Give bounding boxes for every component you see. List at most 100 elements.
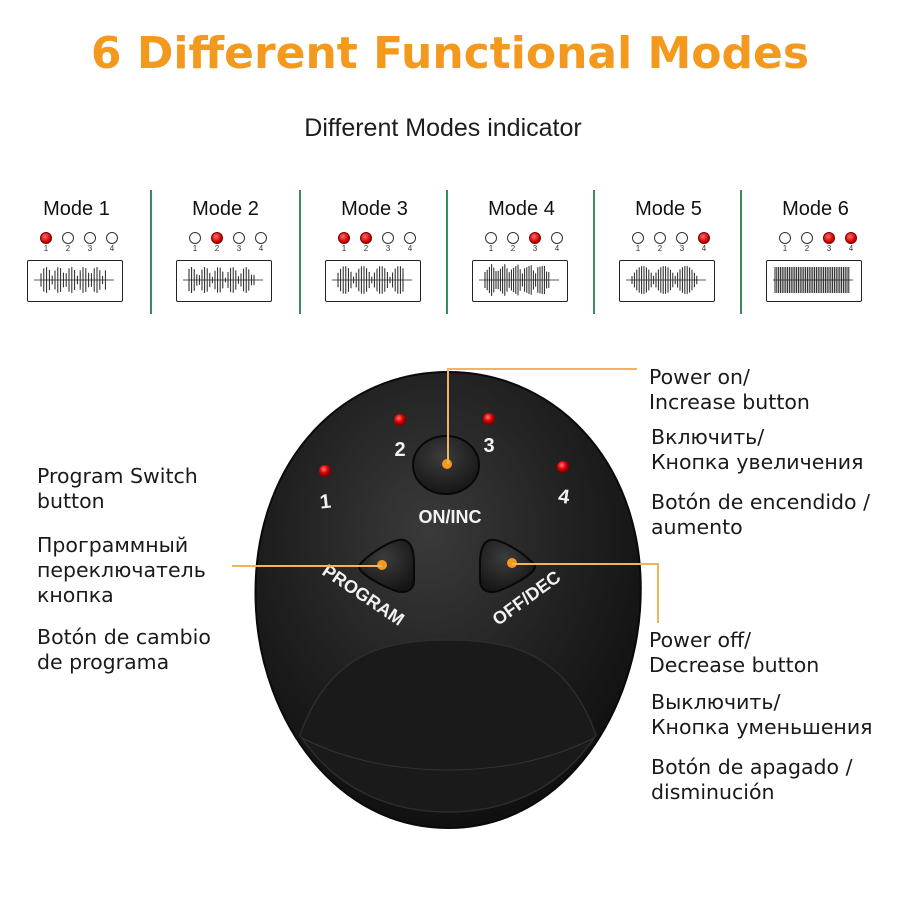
mode-led-2 bbox=[211, 232, 223, 244]
mode-led-number-1: 1 bbox=[635, 244, 641, 253]
mode-waveform bbox=[325, 260, 421, 302]
modes-subtitle: Different Modes indicator bbox=[304, 114, 582, 142]
leader-line-off-horizontal bbox=[512, 563, 658, 565]
mode-led-2 bbox=[62, 232, 74, 244]
mode-led-number-4: 4 bbox=[701, 244, 707, 253]
mode-led-number-2: 2 bbox=[214, 244, 220, 253]
modes-indicator-row: Mode 1 1 2 3 4 Mode 2 1 2 3 4 Mode 3 1 2 3 4 Mode… bbox=[3, 190, 887, 314]
mode-led-3 bbox=[529, 232, 541, 244]
mode-label: Mode 6 bbox=[782, 198, 849, 220]
mode-label: Mode 1 bbox=[43, 198, 110, 220]
waveform-graphic bbox=[34, 267, 114, 293]
waveform-graphic bbox=[332, 266, 412, 294]
mode-label: Mode 3 bbox=[341, 198, 408, 220]
device-led-number-2: 2 bbox=[394, 439, 405, 461]
divider bbox=[740, 190, 742, 314]
device-led-number-3: 3 bbox=[483, 435, 494, 457]
mode-led-1 bbox=[40, 232, 52, 244]
mode-led-number-1: 1 bbox=[43, 244, 49, 253]
mode-led-4 bbox=[698, 232, 710, 244]
waveform-graphic bbox=[626, 266, 706, 294]
device-led-4 bbox=[557, 461, 569, 473]
mode-led-number-3: 3 bbox=[826, 244, 832, 253]
waveform-graphic bbox=[773, 267, 853, 293]
mode-label: Mode 2 bbox=[192, 198, 259, 220]
power-off-label-es: Botón de apagado /disminución bbox=[651, 755, 853, 804]
device-led-2 bbox=[394, 414, 406, 426]
waveform-graphic bbox=[479, 264, 559, 296]
mode-waveform bbox=[176, 260, 272, 302]
mode-led-1 bbox=[632, 232, 644, 244]
leader-line-on-vertical bbox=[447, 368, 449, 464]
mode-led-4 bbox=[845, 232, 857, 244]
mode-led-number-2: 2 bbox=[510, 244, 516, 253]
mode-led-number-3: 3 bbox=[532, 244, 538, 253]
power-on-label-ru: Включить/Кнопка увеличения bbox=[651, 425, 864, 474]
mode-led-number-3: 3 bbox=[87, 244, 93, 253]
mode-waveform bbox=[766, 260, 862, 302]
mode-led-3 bbox=[676, 232, 688, 244]
mode-led-4 bbox=[551, 232, 563, 244]
mode-led-2 bbox=[801, 232, 813, 244]
mode-led-number-1: 1 bbox=[192, 244, 198, 253]
device-led-1 bbox=[319, 465, 331, 477]
mode-led-number-3: 3 bbox=[236, 244, 242, 253]
divider bbox=[150, 190, 152, 314]
mode-waveform bbox=[27, 260, 123, 302]
mode-led-3 bbox=[233, 232, 245, 244]
mode-led-number-4: 4 bbox=[848, 244, 854, 253]
leader-line-off-vertical bbox=[657, 563, 659, 623]
divider bbox=[299, 190, 301, 314]
divider bbox=[446, 190, 448, 314]
page-title: 6 Different Functional Modes bbox=[90, 28, 810, 79]
on-inc-label: ON/INC bbox=[419, 507, 482, 527]
leader-line-on-horizontal bbox=[447, 368, 637, 370]
mode-led-number-4: 4 bbox=[554, 244, 560, 253]
power-on-label: Power on/Increase button bbox=[649, 365, 810, 414]
mode-led-number-3: 3 bbox=[385, 244, 391, 253]
mode-led-number-1: 1 bbox=[782, 244, 788, 253]
mode-label: Mode 4 bbox=[488, 198, 555, 220]
device-led-3 bbox=[483, 413, 495, 425]
mode-led-number-2: 2 bbox=[804, 244, 810, 253]
mode-label: Mode 5 bbox=[635, 198, 702, 220]
mode-led-number-1: 1 bbox=[488, 244, 494, 253]
mode-leds: 1 2 3 4 bbox=[742, 232, 889, 258]
mode-led-number-4: 4 bbox=[407, 244, 413, 253]
mode-card-6: Mode 6 1 2 3 4 bbox=[742, 190, 889, 314]
mode-led-4 bbox=[404, 232, 416, 244]
device-led-number-4: 4 bbox=[557, 485, 572, 508]
mode-led-3 bbox=[84, 232, 96, 244]
waveform-graphic bbox=[183, 267, 263, 293]
mode-led-number-3: 3 bbox=[679, 244, 685, 253]
mode-led-2 bbox=[654, 232, 666, 244]
mode-led-4 bbox=[255, 232, 267, 244]
mode-led-3 bbox=[823, 232, 835, 244]
mode-led-4 bbox=[106, 232, 118, 244]
power-on-label-es: Botón de encendido /aumento bbox=[651, 490, 871, 539]
mode-waveform bbox=[619, 260, 715, 302]
off-dec-button[interactable] bbox=[479, 538, 536, 593]
mode-led-2 bbox=[360, 232, 372, 244]
power-off-label-ru: Выключить/Кнопка уменьшения bbox=[651, 690, 873, 739]
device-lower-pad bbox=[299, 639, 597, 813]
mode-led-number-2: 2 bbox=[363, 244, 369, 253]
mode-led-number-2: 2 bbox=[65, 244, 71, 253]
divider bbox=[593, 190, 595, 314]
mode-waveform bbox=[472, 260, 568, 302]
mode-led-3 bbox=[382, 232, 394, 244]
mode-led-1 bbox=[338, 232, 350, 244]
mode-card-3: Mode 3 1 2 3 4 bbox=[301, 190, 448, 314]
mode-led-1 bbox=[779, 232, 791, 244]
mode-led-number-1: 1 bbox=[341, 244, 347, 253]
power-off-label: Power off/Decrease button bbox=[649, 628, 820, 677]
mode-leds: 1 2 3 4 bbox=[448, 232, 595, 258]
